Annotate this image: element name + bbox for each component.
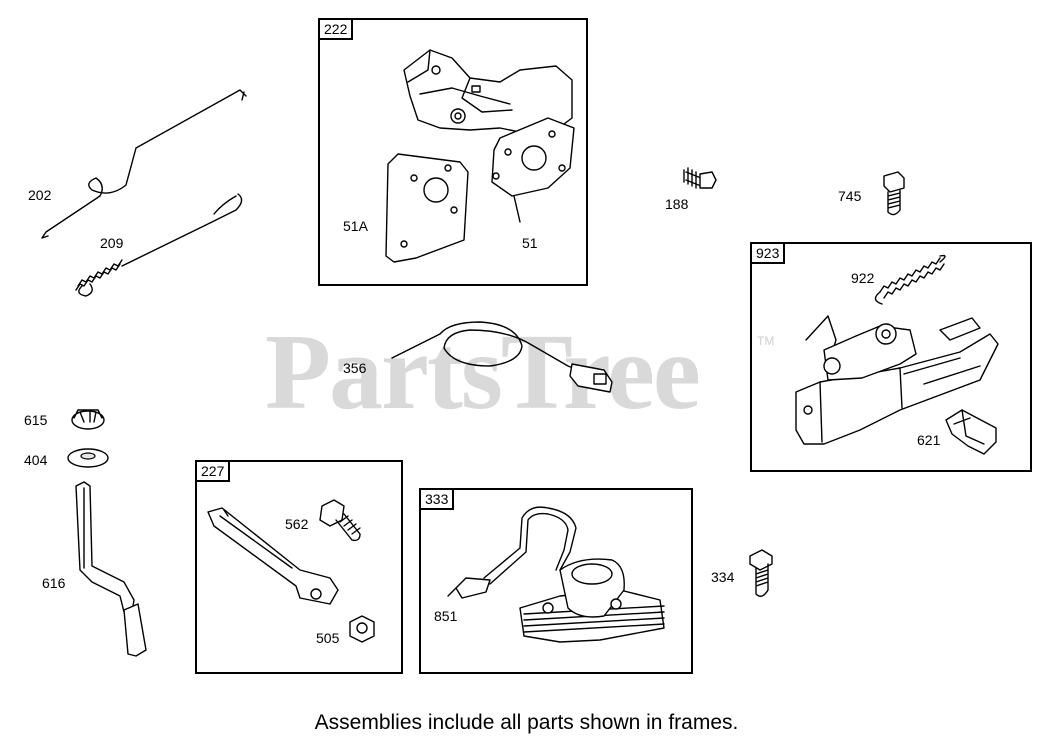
part-label-209: 209 bbox=[100, 235, 124, 251]
part-label-621: 621 bbox=[917, 432, 941, 448]
part-label-334: 334 bbox=[711, 569, 735, 585]
bolt-562-drawing bbox=[319, 499, 361, 542]
washer-404-drawing bbox=[67, 448, 109, 468]
part-label-51: 51 bbox=[522, 235, 538, 251]
part-label-356: 356 bbox=[343, 360, 367, 376]
bracket-923-drawing bbox=[795, 315, 999, 445]
frame-923-tag: 923 bbox=[750, 242, 786, 264]
part-label-922: 922 bbox=[851, 270, 875, 286]
frame-222-tag: 222 bbox=[318, 18, 354, 40]
frame-333-tag: 333 bbox=[419, 488, 455, 510]
frame-227-tag: 227 bbox=[195, 460, 231, 482]
trademark-symbol: TM bbox=[757, 334, 775, 348]
governor-arm-drawing bbox=[75, 481, 147, 657]
throttle-link-rod-drawing bbox=[41, 89, 247, 239]
bolt-745-drawing bbox=[883, 171, 905, 216]
part-label-851: 851 bbox=[434, 608, 458, 624]
clip-621-drawing bbox=[945, 409, 997, 455]
part-label-616: 616 bbox=[42, 575, 66, 591]
ignition-coil-drawing bbox=[447, 506, 665, 643]
part-label-404: 404 bbox=[24, 452, 48, 468]
part-label-505: 505 bbox=[316, 630, 340, 646]
ground-wire-drawing bbox=[391, 321, 613, 393]
frame-222: 222 bbox=[318, 18, 588, 286]
part-label-745: 745 bbox=[838, 188, 862, 204]
nut-505-drawing bbox=[349, 615, 375, 643]
part-label-51A: 51A bbox=[343, 218, 368, 234]
frame-923: 923 bbox=[750, 242, 1032, 472]
part-label-188: 188 bbox=[665, 196, 689, 212]
partstree-watermark: PartsTree bbox=[265, 313, 701, 432]
bolt-334-drawing bbox=[749, 549, 773, 597]
part-label-202: 202 bbox=[28, 187, 52, 203]
screw-188-drawing bbox=[683, 167, 717, 189]
governor-spring-drawing bbox=[75, 193, 243, 297]
part-label-615: 615 bbox=[24, 412, 48, 428]
control-lever-drawing bbox=[207, 507, 339, 605]
frame-333: 333 bbox=[419, 488, 693, 674]
spring-922-drawing bbox=[874, 254, 946, 305]
control-bracket-drawing bbox=[385, 49, 575, 263]
part-label-562: 562 bbox=[285, 516, 309, 532]
nut-615-drawing bbox=[71, 409, 105, 430]
assemblies-caption: Assemblies include all parts shown in fr… bbox=[314, 711, 739, 734]
frame-227: 227 bbox=[195, 460, 403, 674]
